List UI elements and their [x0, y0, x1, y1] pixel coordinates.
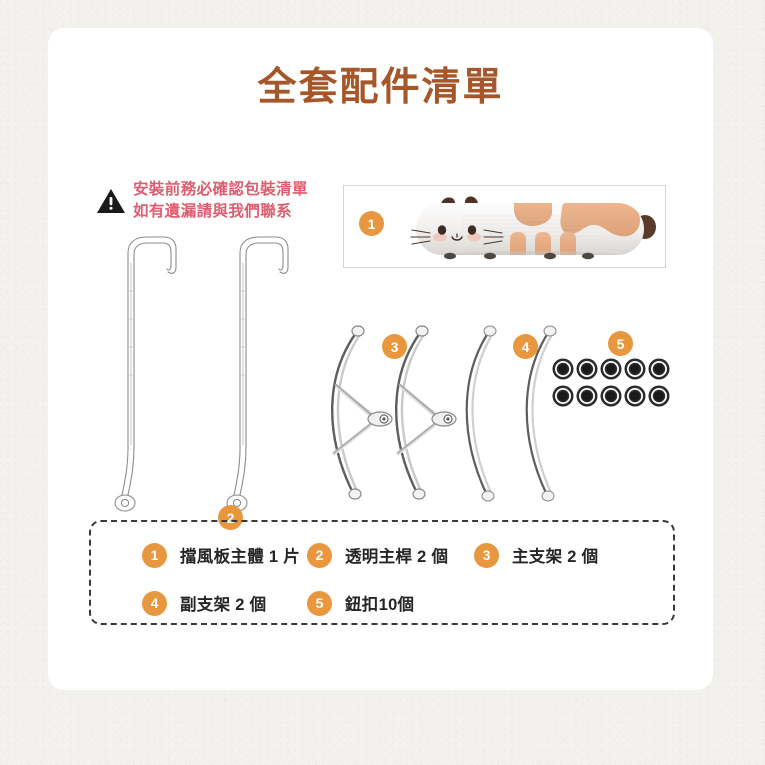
button-snap-icon: [552, 358, 670, 407]
warning-line-2: 如有遺漏請與我們聯系: [133, 202, 293, 220]
cat-windshield-body-icon: [410, 196, 656, 260]
sub-bracket-icon: [465, 325, 557, 502]
legend-item-3: 3 主支架 2 個: [474, 542, 599, 568]
diagram-badge-4: 4: [513, 334, 538, 359]
diagram-badge-5: 5: [608, 331, 633, 356]
legend-badge-1: 1: [142, 542, 167, 568]
legend-row-2: 4 副支架 2 個 5 鈕扣10個: [91, 590, 677, 616]
part-1-panel: [343, 185, 666, 268]
legend-badge-4: 4: [142, 590, 167, 616]
diagram-badge-3: 3: [382, 334, 407, 359]
legend-item-5: 5 鈕扣10個: [307, 590, 415, 616]
legend-label-3: 主支架 2 個: [512, 548, 599, 566]
content-card: 全套配件清單 安裝前務必確認包裝清單 如有遺漏請與我們聯系: [48, 28, 713, 690]
warning-line-1: 安裝前務必確認包裝清單: [133, 181, 308, 198]
parts-legend-box: 1 擋風板主體 1 片 2 透明主桿 2 個 3 主支架 2 個 4 副支架 2…: [89, 520, 675, 625]
diagram-badge-1: 1: [359, 211, 384, 236]
main-bracket-icon: [331, 325, 457, 500]
legend-label-4: 副支架 2 個: [180, 596, 267, 614]
legend-item-2: 2 透明主桿 2 個: [307, 542, 449, 568]
warning-text-block: 安裝前務必確認包裝清單 如有遺漏請與我們聯系: [133, 180, 308, 223]
legend-label-2: 透明主桿 2 個: [345, 548, 449, 566]
warning-triangle-icon: [96, 188, 126, 215]
legend-item-1: 1 擋風板主體 1 片: [142, 542, 301, 568]
legend-label-5: 鈕扣10個: [345, 596, 415, 614]
legend-badge-5: 5: [307, 590, 332, 616]
legend-badge-3: 3: [474, 542, 499, 568]
page-title: 全套配件清單: [257, 66, 504, 109]
diagram-badge-2: 2: [218, 505, 243, 530]
legend-badge-2: 2: [307, 542, 332, 568]
transparent-main-rod-icon: [114, 236, 289, 512]
legend-row-1: 1 擋風板主體 1 片 2 透明主桿 2 個 3 主支架 2 個: [91, 542, 677, 568]
legend-item-4: 4 副支架 2 個: [142, 590, 267, 616]
legend-label-1: 擋風板主體 1 片: [180, 548, 301, 566]
warning-notice: 安裝前務必確認包裝清單 如有遺漏請與我們聯系: [96, 180, 308, 223]
